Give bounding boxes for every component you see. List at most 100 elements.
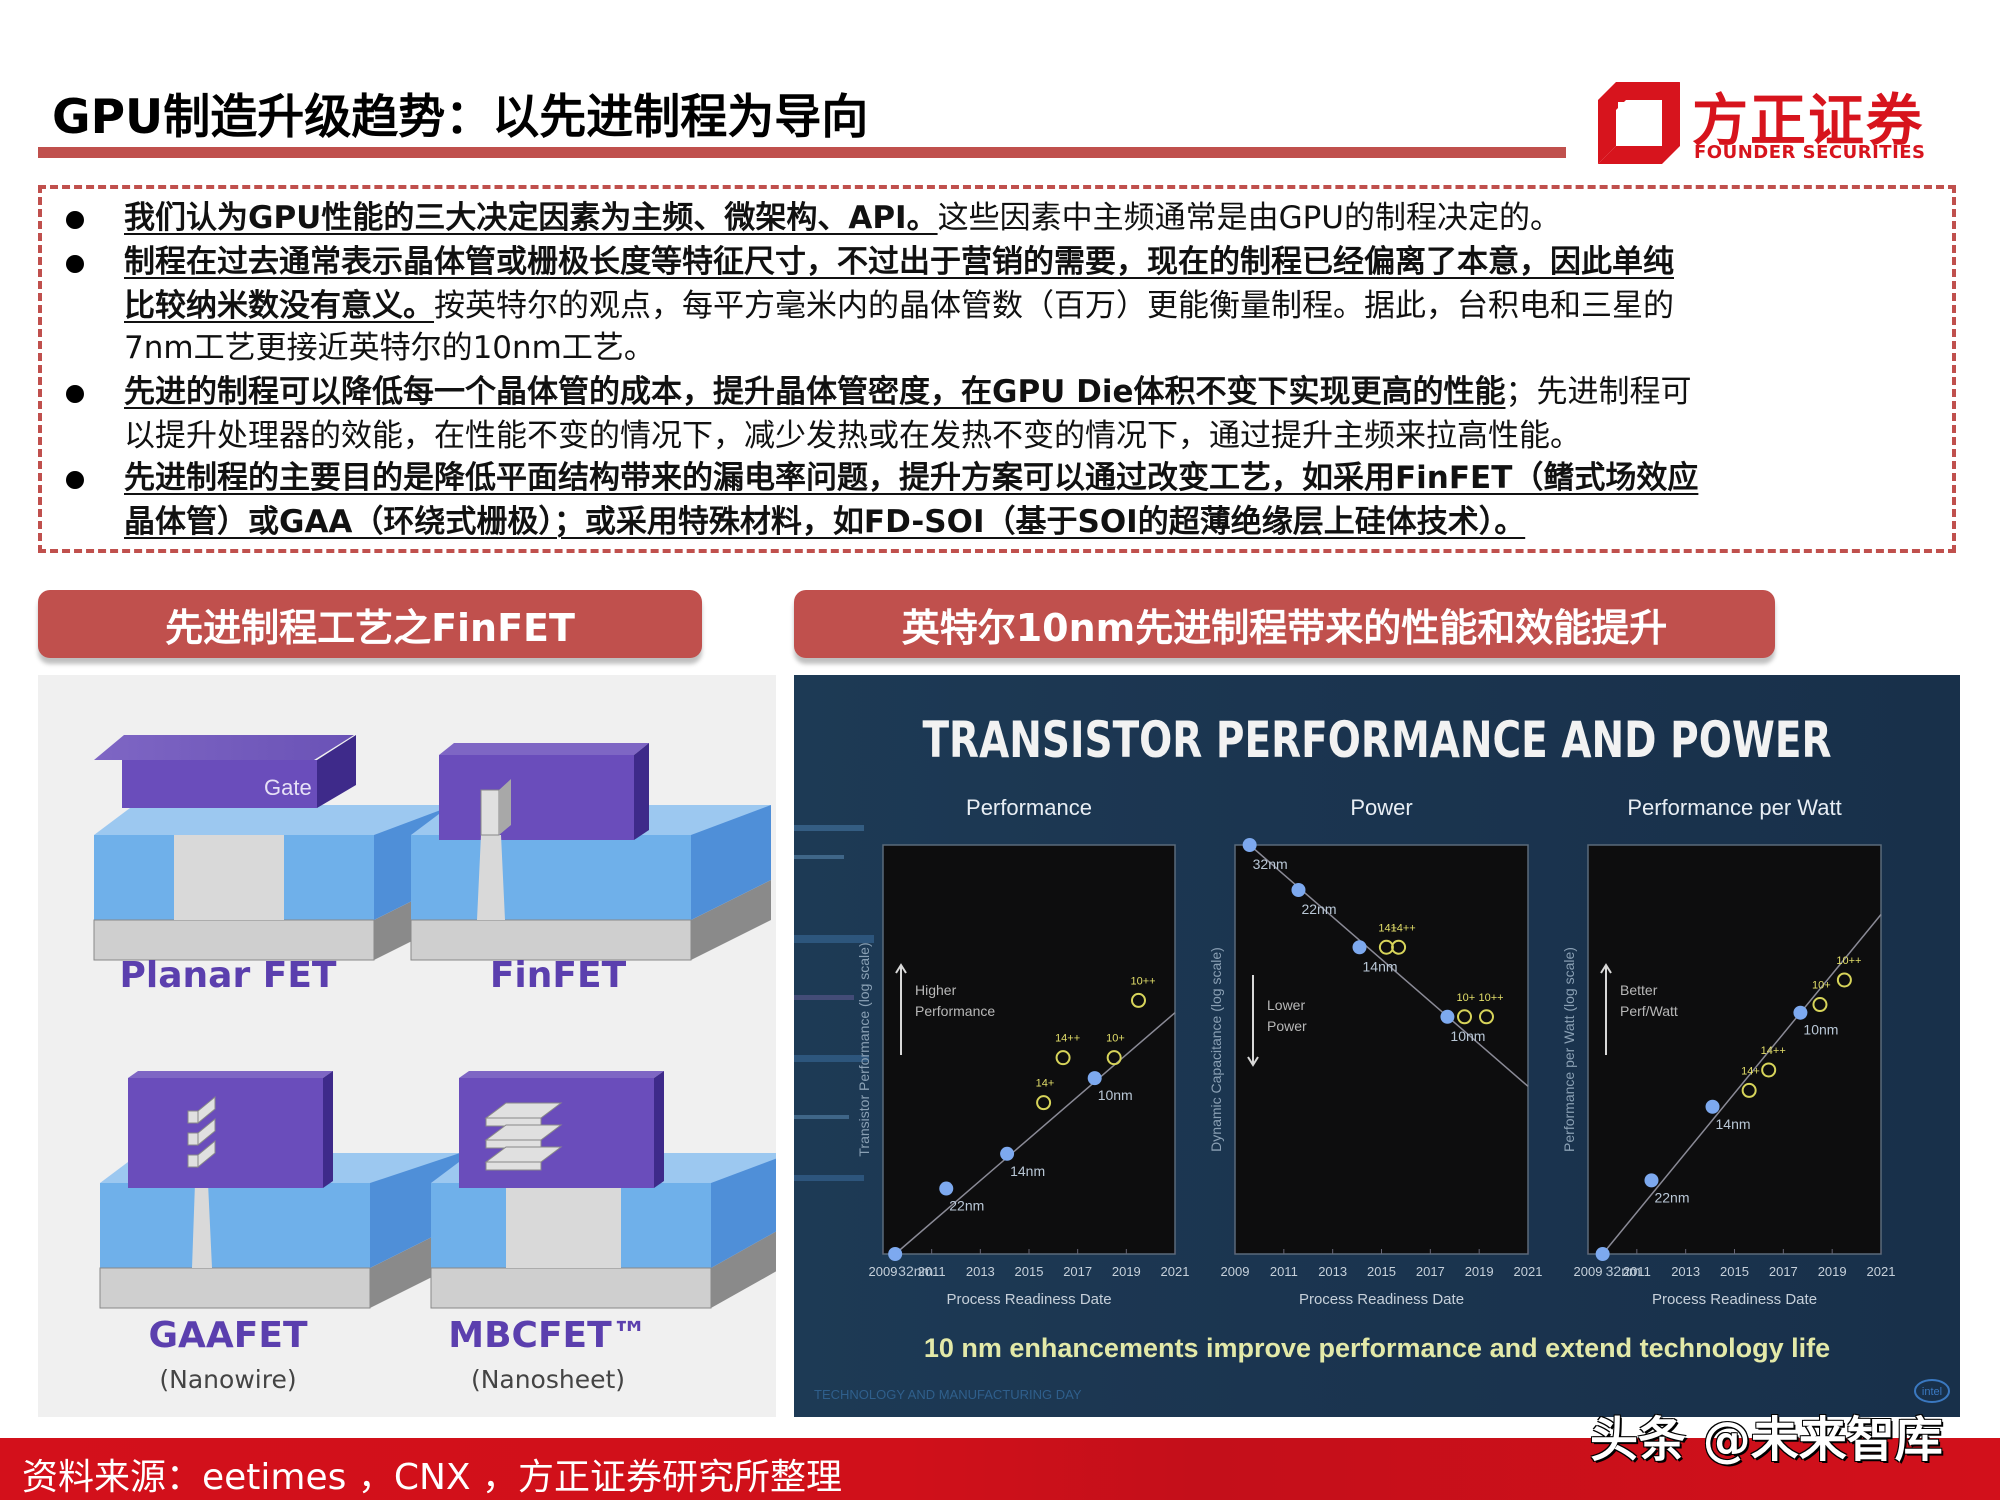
node-point	[888, 1247, 903, 1261]
enhancement-label: 10+	[1457, 992, 1476, 1004]
node-label: 32nm	[898, 1263, 933, 1279]
planar-fet-diagram: Gate	[93, 735, 454, 961]
bullet-emphasis: 先进的制程可以降低每一个晶体管的成本，提升晶体管密度，在GPU Die体积不变下…	[124, 374, 1506, 410]
annotation-text: Perf/Watt	[1620, 1003, 1678, 1019]
footer-bar	[0, 1438, 2000, 1500]
node-label: 10nm	[1803, 1022, 1838, 1038]
key-points-box	[38, 185, 1956, 553]
bullet-dot-icon	[66, 211, 84, 229]
bullet-text: 这些因素中主频通常是由GPU的制程决定的。	[937, 200, 1561, 236]
svg-text:intel: intel	[1922, 1386, 1942, 1398]
trend-line	[1602, 914, 1882, 1255]
x-tick-label: 2021	[1514, 1264, 1543, 1279]
bullet-3-line-2: 以提升处理器的效能，在性能不变的情况下，减少发热或在发热不变的情况下，通过提升主…	[124, 416, 1581, 456]
y-axis-label: Dynamic Capacitance (log scale)	[1208, 947, 1224, 1152]
node-label: 32nm	[1606, 1263, 1641, 1279]
bullet-text: ；先进制程可	[1505, 374, 1692, 410]
x-axis-label: Process Readiness Date	[1652, 1291, 1817, 1308]
bullet-text: 按英特尔的观点，每平方毫米内的晶体管数（百万）更能衡量制程。据此，台积电和三星的	[434, 288, 1674, 324]
node-point	[1440, 1009, 1455, 1024]
plot-area	[1587, 844, 1882, 1255]
node-point	[1793, 1005, 1808, 1020]
bullet-dot-icon	[66, 471, 84, 489]
gaafet-label: GAAFET	[148, 1315, 308, 1356]
enhancement-point	[1836, 972, 1852, 988]
chart-title: Performance	[966, 795, 1092, 820]
enhancement-label: 14+	[1036, 1078, 1055, 1090]
plot-area	[882, 844, 1176, 1255]
fet-diagrams: Gate	[93, 735, 776, 1309]
enhancement-point	[1741, 1082, 1757, 1098]
enhancement-point	[1055, 1050, 1071, 1066]
enhancement-point	[1478, 1009, 1494, 1025]
node-point	[1291, 882, 1306, 897]
intel-slide-figure: TRANSISTOR PERFORMANCE AND POWER Perform…	[794, 675, 1960, 1417]
section-header-intel-10nm: 英特尔10nm先进制程带来的性能和效能提升	[794, 590, 1775, 658]
node-point	[1000, 1146, 1015, 1161]
logo-english-name: FOUNDER SECURITIES	[1694, 142, 1926, 163]
enhancement-label: 14++	[1761, 1045, 1786, 1057]
arrow-head-icon	[1600, 963, 1612, 974]
event-label: TECHNOLOGY AND MANUFACTURING DAY	[814, 1387, 1082, 1402]
x-tick-label: 2009	[1574, 1264, 1603, 1279]
logo-square-icon	[1598, 82, 1680, 164]
annotation-text: Power	[1267, 1018, 1307, 1034]
logo-chinese-name: 方正证券	[1692, 89, 1924, 154]
x-tick-label: 2011	[918, 1264, 946, 1279]
enhancement-label: 10++	[1836, 955, 1861, 967]
node-point	[1087, 1071, 1102, 1086]
gate-label: Gate	[264, 775, 312, 800]
bullet-4-line-1: 先进制程的主要目的是降低平面结构带来的漏电率问题，提升方案可以通过改变工艺，如采…	[124, 458, 1698, 498]
enhancement-point	[1812, 997, 1828, 1013]
intel-logo-icon: intel	[1914, 1379, 1950, 1403]
bullet-text: 以提升处理器的效能，在性能不变的情况下，减少发热或在发热不变的情况下，通过提升主…	[124, 418, 1581, 454]
x-tick-label: 2015	[1015, 1264, 1044, 1279]
y-axis-label: Transistor Performance (log scale)	[856, 942, 872, 1156]
bullet-dot-icon	[66, 385, 84, 403]
source-note: 资料来源：eetimes ，CNX ，方正证券研究所整理	[22, 1457, 843, 1498]
chart-title: Power	[1350, 795, 1412, 820]
node-point	[1644, 1173, 1659, 1188]
x-tick-label: 2013	[1318, 1264, 1347, 1279]
x-tick-label: 2019	[1465, 1264, 1494, 1279]
node-label: 22nm	[1301, 901, 1336, 917]
bullet-2-line-2: 比较纳米数没有意义。按英特尔的观点，每平方毫米内的晶体管数（百万）更能衡量制程。…	[124, 286, 1674, 326]
bullet-4-line-2: 晶体管）或GAA（环绕式栅极）；或采用特殊材料，如FD-SOI（基于SOI的超薄…	[124, 502, 1525, 542]
finfet-diagram	[410, 743, 771, 961]
enhancement-point	[1761, 1062, 1777, 1078]
chart-title: Performance per Watt	[1627, 795, 1841, 820]
node-label: 22nm	[1654, 1189, 1689, 1205]
node-label: 32nm	[1253, 856, 1288, 872]
node-label: 14nm	[1716, 1116, 1751, 1132]
watermark: 头条 @未来智库	[1590, 1412, 1943, 1468]
bullet-dot-icon	[66, 255, 84, 273]
enhancement-point	[1457, 1009, 1473, 1025]
fet-structures-figure: Gate	[38, 675, 776, 1417]
transistor-charts: TRANSISTOR PERFORMANCE AND POWER Perform…	[794, 710, 1950, 1403]
gaafet-sublabel: (Nanowire)	[159, 1365, 297, 1394]
node-label: 14nm	[1010, 1163, 1045, 1179]
enhancement-label: 10+	[1812, 980, 1831, 992]
plot-area	[1234, 844, 1529, 1255]
annotation-text: Better	[1620, 982, 1658, 998]
x-tick-label: 2009	[869, 1264, 898, 1279]
x-axis-label: Process Readiness Date	[1299, 1291, 1464, 1308]
node-point	[1242, 838, 1257, 852]
x-tick-label: 2017	[1416, 1264, 1445, 1279]
y-axis-label: Performance per Watt (log scale)	[1561, 947, 1577, 1152]
bullet-emphasis: 比较纳米数没有意义。	[124, 288, 434, 324]
x-tick-label: 2013	[966, 1264, 995, 1279]
enhancement-point	[1106, 1050, 1122, 1066]
x-axis-label: Process Readiness Date	[946, 1291, 1111, 1308]
enhancement-label: 10++	[1478, 992, 1503, 1004]
node-point	[1352, 940, 1367, 955]
node-point	[939, 1181, 954, 1196]
page-title: GPU制造升级趋势：以先进制程为导向	[52, 90, 869, 145]
bullet-text: 7nm工艺更接近英特尔的10nm工艺。	[124, 330, 655, 366]
x-tick-label: 2011	[1623, 1264, 1651, 1279]
x-tick-label: 2015	[1720, 1264, 1749, 1279]
node-label: 14nm	[1363, 958, 1398, 974]
annotation-text: Higher	[915, 982, 957, 998]
bullet-1-line-1: 我们认为GPU性能的三大决定因素为主频、微架构、API。这些因素中主频通常是由G…	[124, 198, 1561, 238]
arrow-head-icon	[1247, 1056, 1259, 1067]
